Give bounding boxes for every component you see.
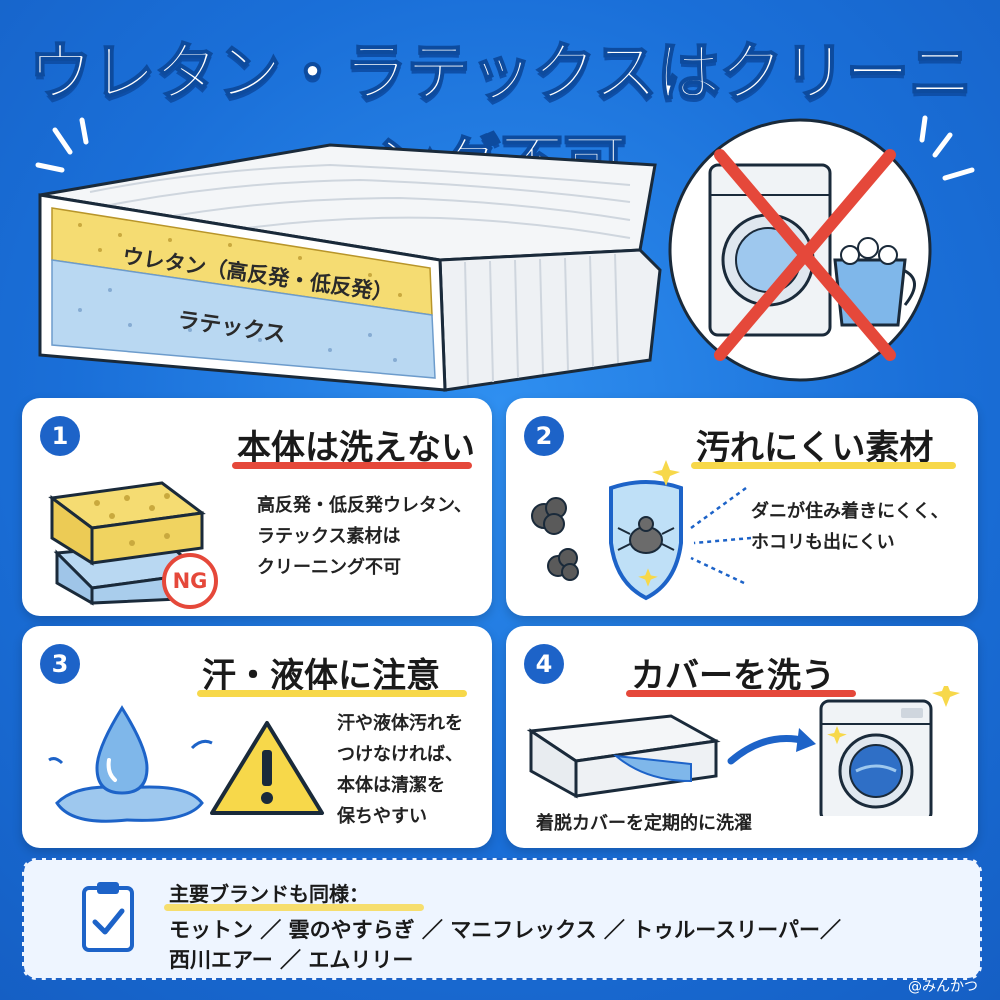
shield-mite-icon bbox=[531, 460, 752, 601]
card-liquid-caution: 3 汗・液体に注意 汗や液体汚れを つけなければ、 本体は清潔を 保ちやすい bbox=[22, 626, 492, 848]
card-number: 1 bbox=[40, 416, 80, 456]
hero-illustration: ウレタン（高反発・低反発） ラテックス bbox=[0, 110, 1000, 395]
ng-badge: NG bbox=[162, 553, 218, 609]
credit-text: @みんかつ bbox=[908, 979, 978, 995]
card-description: 汗や液体汚れを つけなければ、 本体は清潔を 保ちやすい bbox=[337, 713, 463, 827]
card-number: 2 bbox=[524, 416, 564, 456]
card-number: 3 bbox=[40, 644, 80, 684]
card-description: 高反発・低反発ウレタン、 ラテックス素材は クリーニング不可 bbox=[257, 495, 472, 578]
emphasis-marks-right bbox=[919, 115, 975, 181]
cover-washing-icon bbox=[526, 686, 960, 816]
card-wash-cover: 4 カバーを洗う 着脱カバーを定期的に洗濯 bbox=[506, 626, 978, 848]
card-number: 4 bbox=[524, 644, 564, 684]
mattress-illustration bbox=[35, 115, 975, 392]
brands-heading: 主要ブランドも同様： bbox=[169, 882, 369, 906]
cross-mark-icon bbox=[714, 149, 896, 361]
emphasis-marks-left bbox=[35, 117, 89, 173]
card-description: 着脱カバーを定期的に洗濯 bbox=[536, 813, 752, 834]
card-title: 汗・液体に注意 bbox=[202, 656, 440, 696]
card-stain-resistant: 2 汚れにくい素材 ダニが住み着きにくく、 ホコリも出にくい bbox=[506, 398, 978, 616]
brands-box: 主要ブランドも同様： モットン ／ 雲のやすらぎ ／ マニフレックス ／ トゥル… bbox=[22, 858, 982, 980]
card-title: 汚れにくい素材 bbox=[696, 428, 934, 468]
card-title: 本体は洗えない bbox=[237, 428, 475, 468]
card-title: カバーを洗う bbox=[631, 656, 835, 696]
water-drop-warning-icon bbox=[48, 705, 324, 823]
card-body-not-washable: 1 本体は洗えない NG 高反発・低反発ウレタン、 ラテックス素材は クリーニン… bbox=[22, 398, 492, 616]
card-description: ダニが住み着きにくく、 ホコリも出にくい bbox=[751, 501, 949, 553]
brands-line-1: モットン ／ 雲のやすらぎ ／ マニフレックス ／ トゥルースリーパー／ bbox=[169, 918, 841, 942]
brands-line-2: 西川エアー ／ エムリリー bbox=[169, 948, 414, 972]
clipboard-check-icon bbox=[82, 882, 134, 952]
